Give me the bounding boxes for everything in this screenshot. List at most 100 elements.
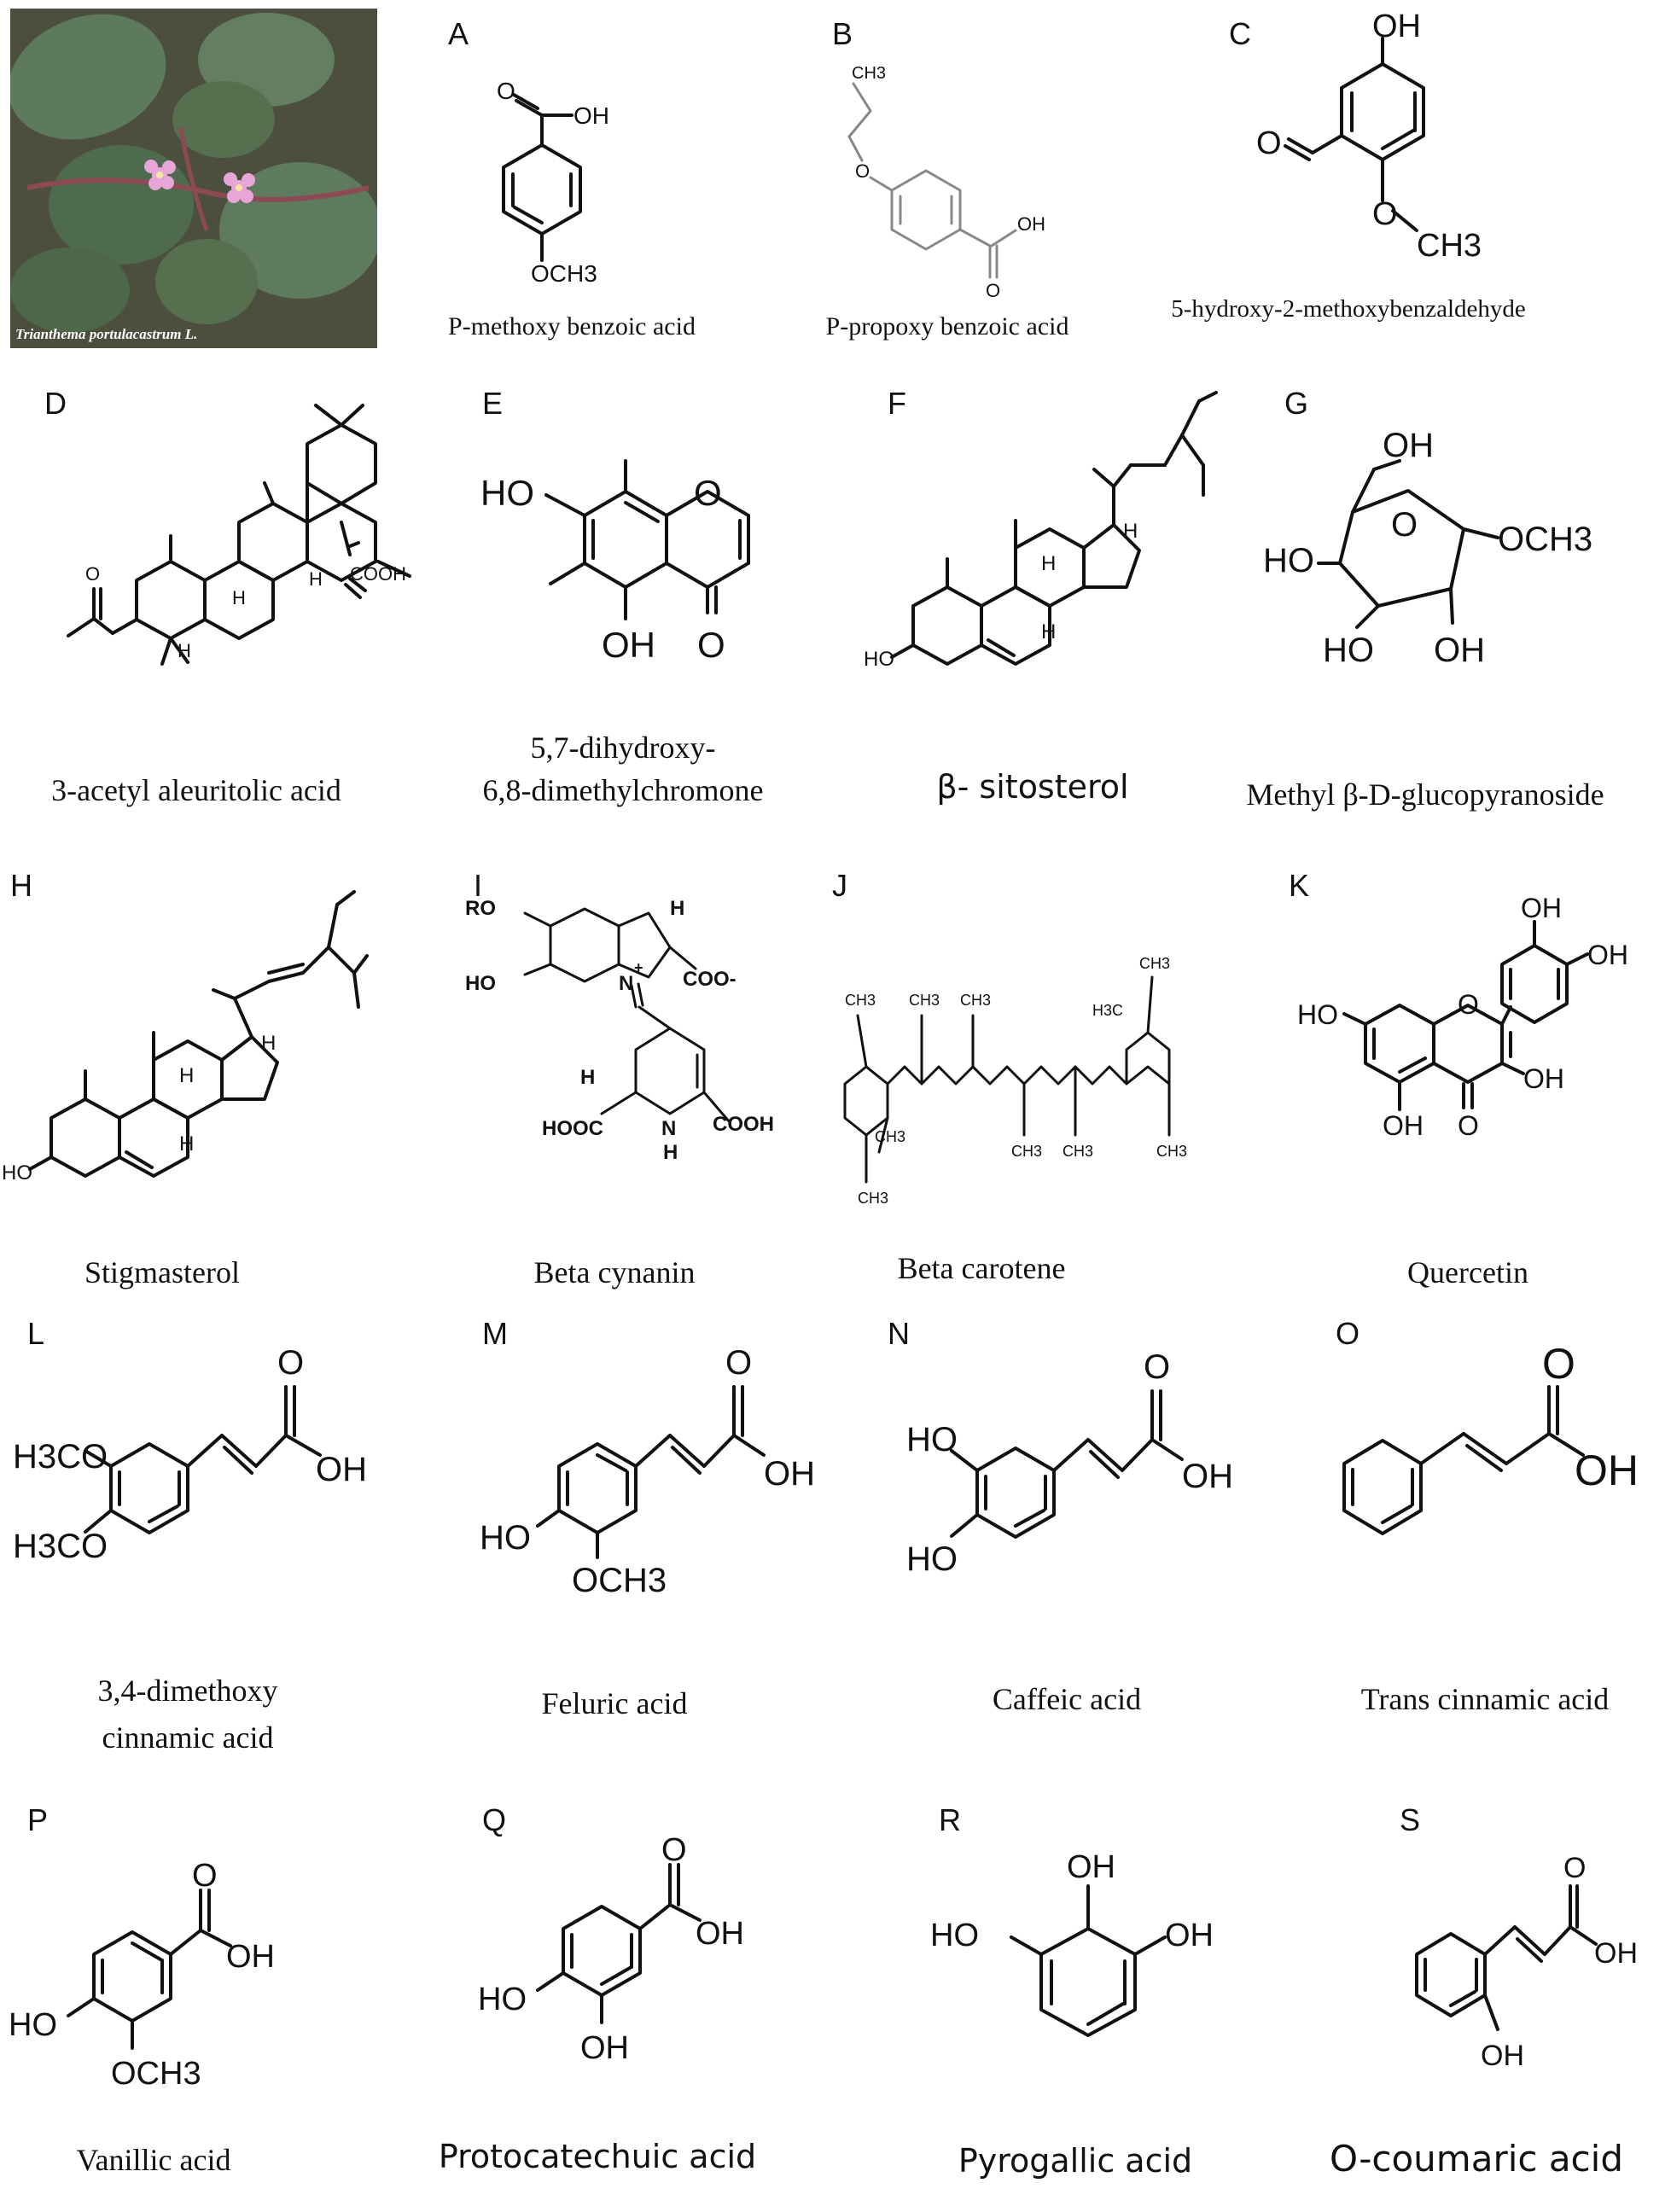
label-ch3: CH3 (1063, 1143, 1093, 1160)
panel-letter-s: S (1400, 1802, 1421, 1837)
compound-name-g: Methyl β-D-glucopyranoside (1246, 777, 1604, 812)
photo-caption: Trianthema portulacastrum L. (15, 326, 198, 342)
label-ch3: CH3 (858, 1190, 888, 1207)
label-o: O (1372, 196, 1398, 232)
panel-letter-d: D (44, 386, 67, 421)
panel-letter-r: R (939, 1802, 961, 1837)
compound-name-e-line1: 5,7-dihydroxy- (530, 731, 716, 765)
label-oh: OH (1067, 1849, 1115, 1885)
label-o: O (1391, 506, 1418, 544)
label-h: H (663, 1141, 678, 1164)
label-ho: HO (478, 1982, 527, 2017)
label-h3co: H3CO (13, 1528, 108, 1565)
label-o: O (661, 1832, 687, 1868)
compound-name-e-line2: 6,8-dimethylchromone (482, 773, 764, 807)
label-ch3: CH3 (852, 64, 886, 83)
panel-letter-e: E (482, 386, 504, 421)
label-hooc: HOOC (542, 1117, 603, 1140)
compound-name-i: Beta cynanin (533, 1255, 696, 1289)
structure-beta-sitosterol: H H H HO (864, 391, 1218, 671)
label-oh: OH (764, 1455, 815, 1493)
panel-letter-o: O (1336, 1316, 1360, 1351)
label-coo-minus: COO- (683, 968, 737, 991)
panel-letter-i: I (474, 868, 483, 903)
structure-5-hydroxy-2-methoxybenzaldehyde: OH O O CH3 (1256, 9, 1482, 264)
label-o: O (855, 160, 870, 182)
label-oh: OH (696, 1916, 744, 1952)
structure-methyl-beta-d-glucopyranoside: OH O HO OCH3 HO OH (1263, 427, 1592, 669)
label-h: H (179, 1132, 194, 1155)
label-oh: OH (1575, 1447, 1639, 1494)
label-och3: OCH3 (531, 260, 597, 287)
label-ch3: CH3 (1156, 1143, 1187, 1160)
label-oh: OH (1481, 2040, 1524, 2072)
label-oh: OH (1587, 940, 1628, 970)
label-n: N (661, 1117, 676, 1140)
label-h: H (670, 897, 684, 920)
label-ho: HO (864, 648, 894, 671)
compound-name-q: Protocatechuic acid (438, 2138, 757, 2175)
structure-vanillic-acid: O OH HO OCH3 (9, 1858, 275, 2092)
panel-letter-k: K (1289, 868, 1310, 903)
label-o: O (1458, 1110, 1479, 1141)
label-plus: + (634, 959, 643, 976)
compound-name-c: 5-hydroxy-2-methoxybenzaldehyde (1171, 295, 1526, 323)
structure-5-7-dihydroxy-6-8-dimethylchromone: HO O OH O (480, 459, 750, 665)
label-oh: OH (1182, 1458, 1233, 1495)
label-o: O (497, 78, 515, 104)
label-h: H (1041, 620, 1056, 643)
structure-3-4-dimethoxy-cinnamic-acid: O H3CO OH H3CO (13, 1344, 367, 1565)
label-oh: OH (1383, 427, 1434, 464)
label-ho: HO (1297, 999, 1338, 1030)
panel-letter-q: Q (482, 1802, 507, 1837)
label-cooh: COOH (713, 1113, 774, 1136)
compound-name-k: Quercetin (1407, 1255, 1528, 1289)
label-ho: HO (930, 1918, 979, 1953)
structure-3-acetyl-aleuritolic-acid: COOH H H H O (67, 404, 411, 666)
panel-letter-a: A (448, 16, 469, 51)
structure-protocatechuic-acid: O OH HO OH (478, 1832, 744, 2066)
compound-name-n: Caffeic acid (992, 1682, 1142, 1716)
structure-beta-cynanin: RO HO H COO- N + H HOOC N H COOH (465, 897, 774, 1164)
compound-name-f: β- sitosterol (936, 768, 1129, 806)
compound-name-m: Feluric acid (541, 1686, 688, 1720)
label-o: O (725, 1344, 752, 1382)
panel-letter-h: H (10, 868, 32, 903)
label-och3: OCH3 (572, 1562, 667, 1599)
compound-name-b: P-propoxy benzoic acid (825, 312, 1069, 341)
label-o: O (986, 280, 1000, 301)
label-ch3: CH3 (1417, 228, 1482, 264)
label-ho: HO (465, 972, 496, 995)
panel-letter-b: B (832, 16, 853, 51)
structure-stigmasterol: H H H HO (2, 890, 369, 1185)
label-ho: HO (480, 473, 534, 513)
panel-letter-m: M (482, 1316, 508, 1351)
structure-quercetin: OH OH HO O OH OH O (1297, 893, 1628, 1141)
label-o: O (694, 473, 722, 513)
label-o: O (1542, 1340, 1575, 1388)
structure-trans-cinnamic-acid: O OH (1342, 1340, 1639, 1535)
compound-name-r: Pyrogallic acid (958, 2142, 1193, 2180)
label-oh: OH (1521, 893, 1562, 923)
structure-o-coumaric-acid: O OH OH (1415, 1852, 1638, 2072)
label-o: O (697, 625, 725, 665)
label-och3: OCH3 (1498, 521, 1592, 558)
label-oh: OH (1594, 1937, 1638, 1970)
label-o: O (277, 1344, 304, 1382)
label-ho: HO (480, 1519, 531, 1557)
label-ro: RO (465, 897, 496, 920)
label-ch3: CH3 (875, 1128, 905, 1145)
label-oh: OH (602, 625, 655, 665)
label-h: H (178, 640, 191, 661)
label-ho: HO (906, 1421, 958, 1458)
structure-beta-carotene: CH3 CH3 CH3 CH3 H3C CH3 CH3 CH3 CH3 CH3 (843, 955, 1187, 1207)
label-oh: OH (573, 102, 609, 129)
label-ch3: CH3 (845, 992, 876, 1009)
label-o: O (85, 563, 100, 585)
panel-letter-g: G (1284, 386, 1309, 421)
label-ch3: CH3 (960, 992, 991, 1009)
panel-letter-c: C (1229, 16, 1251, 51)
label-h: H (261, 1032, 276, 1055)
label-ch3: CH3 (1011, 1143, 1042, 1160)
plant-photo-image (10, 9, 377, 348)
